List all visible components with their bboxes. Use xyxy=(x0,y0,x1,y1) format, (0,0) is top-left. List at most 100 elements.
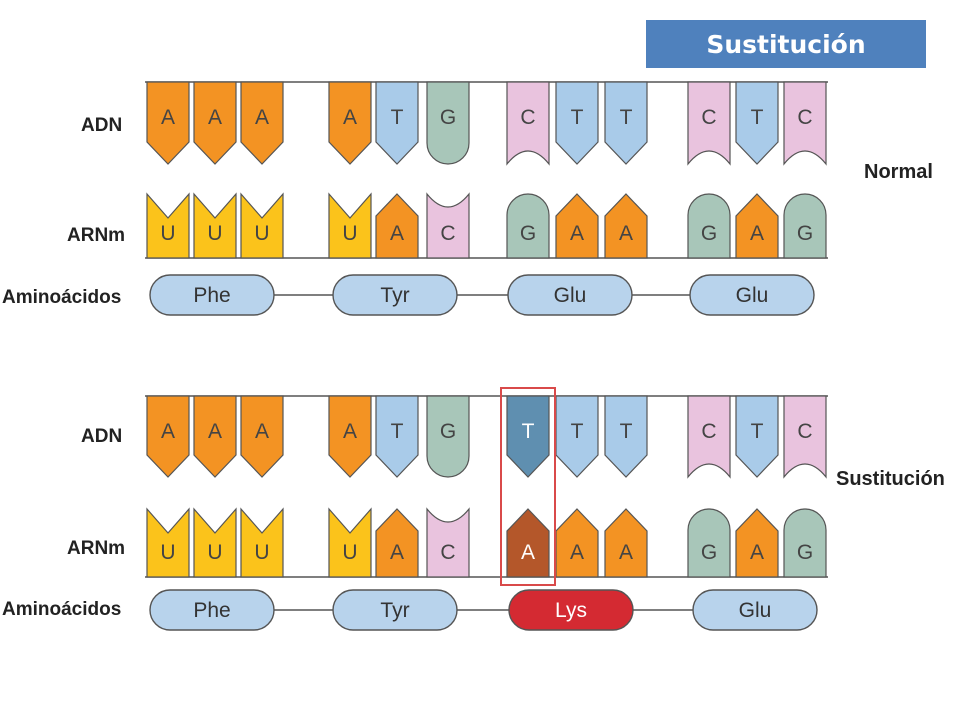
mrna-base-letter: A xyxy=(750,541,764,564)
dna-base-letter: C xyxy=(520,106,535,129)
dna-base-letter: A xyxy=(255,106,269,129)
mrna-base-tile xyxy=(735,193,779,259)
dna-base-letter: A xyxy=(208,420,222,443)
mrna-base-letter: U xyxy=(254,222,269,245)
mrna-base-tile xyxy=(426,192,470,259)
dna-base-tile xyxy=(375,395,419,478)
dna-base-letter: T xyxy=(522,420,535,443)
dna-row-label: ADN xyxy=(81,115,122,136)
mrna-base-tile xyxy=(783,193,827,259)
dna-base-tile xyxy=(687,395,731,479)
dna-base-tile xyxy=(735,81,779,165)
mrna-base-letter: A xyxy=(390,222,404,245)
dna-base-letter: A xyxy=(343,106,357,129)
dna-base-tile xyxy=(604,81,648,165)
mrna-base-tile xyxy=(328,507,372,578)
mrna-base-letter: G xyxy=(797,222,813,245)
mrna-base-letter: A xyxy=(619,222,633,245)
dna-base-tile xyxy=(328,395,372,478)
mrna-base-letter: U xyxy=(160,541,175,564)
mrna-base-letter: A xyxy=(750,222,764,245)
dna-base-letter: T xyxy=(571,106,584,129)
substitution-label: Sustitución xyxy=(836,468,945,490)
dna-base-letter: C xyxy=(701,106,716,129)
dna-base-tile xyxy=(783,395,827,479)
mrna-base-tile xyxy=(375,193,419,259)
mrna-base-letter: A xyxy=(570,222,584,245)
amino-acid-pill xyxy=(692,589,818,631)
dna-base-letter: A xyxy=(343,420,357,443)
mrna-base-tile xyxy=(555,508,599,578)
dna-base-letter: A xyxy=(208,106,222,129)
mrna-base-tile xyxy=(687,193,731,259)
dna-base-tile xyxy=(146,81,190,165)
mrna-base-tile xyxy=(506,508,550,578)
dna-base-tile xyxy=(146,395,190,478)
mrna-base-letter: G xyxy=(701,541,717,564)
mrna-base-tile xyxy=(735,508,779,578)
dna-row-label: ADN xyxy=(81,426,122,447)
amino-acid-label: Tyr xyxy=(380,599,409,622)
mrna-base-letter: U xyxy=(342,541,357,564)
mrna-base-letter: G xyxy=(520,222,536,245)
mrna-base-tile xyxy=(240,507,284,578)
dna-base-letter: T xyxy=(391,106,404,129)
dna-base-tile xyxy=(240,395,284,478)
mrna-base-letter: A xyxy=(390,541,404,564)
dna-base-letter: A xyxy=(161,106,175,129)
mrna-base-tile xyxy=(328,192,372,259)
amino-acid-pill xyxy=(332,274,458,316)
mrna-base-letter: C xyxy=(440,541,455,564)
dna-base-letter: T xyxy=(751,420,764,443)
amino-row-label: Aminoácidos xyxy=(2,287,121,308)
dna-base-tile xyxy=(193,395,237,478)
dna-base-tile xyxy=(735,395,779,478)
mrna-base-letter: C xyxy=(440,222,455,245)
mrna-base-letter: G xyxy=(701,222,717,245)
mrna-row-label: ARNm xyxy=(67,538,125,559)
mrna-base-letter: A xyxy=(570,541,584,564)
dna-base-letter: T xyxy=(751,106,764,129)
mrna-base-tile xyxy=(604,508,648,578)
mrna-base-tile xyxy=(506,193,550,259)
mrna-base-tile xyxy=(193,507,237,578)
mrna-base-tile xyxy=(193,192,237,259)
amino-acid-label: Glu xyxy=(554,284,587,307)
amino-acid-label: Glu xyxy=(739,599,772,622)
dna-base-tile xyxy=(426,81,470,165)
dna-base-tile xyxy=(426,395,470,478)
dna-base-tile xyxy=(783,81,827,166)
mrna-base-tile xyxy=(426,507,470,578)
slide-title: Sustitución xyxy=(646,20,926,68)
dna-base-letter: G xyxy=(440,106,456,129)
mrna-base-tile xyxy=(146,192,190,259)
dna-base-letter: A xyxy=(161,420,175,443)
mrna-base-tile xyxy=(240,192,284,259)
amino-acid-pill xyxy=(507,274,633,316)
mrna-row-label: ARNm xyxy=(67,225,125,246)
dna-base-tile xyxy=(240,81,284,165)
dna-base-tile xyxy=(506,395,550,478)
mrna-base-letter: U xyxy=(342,222,357,245)
mrna-base-letter: U xyxy=(254,541,269,564)
dna-base-letter: C xyxy=(701,420,716,443)
dna-base-tile xyxy=(555,81,599,165)
mrna-base-tile xyxy=(375,508,419,578)
dna-base-letter: T xyxy=(620,106,633,129)
mutation-highlight-box xyxy=(500,387,556,586)
amino-acid-pill xyxy=(149,589,275,631)
mrna-base-tile xyxy=(555,193,599,259)
amino-acid-label: Glu xyxy=(736,284,769,307)
dna-base-tile xyxy=(687,81,731,166)
dna-base-tile xyxy=(506,81,550,166)
dna-base-letter: T xyxy=(620,420,633,443)
amino-acid-label: Lys xyxy=(555,599,587,622)
mrna-base-tile xyxy=(146,507,190,578)
mrna-base-letter: A xyxy=(619,541,633,564)
dna-base-tile xyxy=(193,81,237,165)
mrna-base-letter: U xyxy=(207,222,222,245)
dna-base-letter: T xyxy=(391,420,404,443)
